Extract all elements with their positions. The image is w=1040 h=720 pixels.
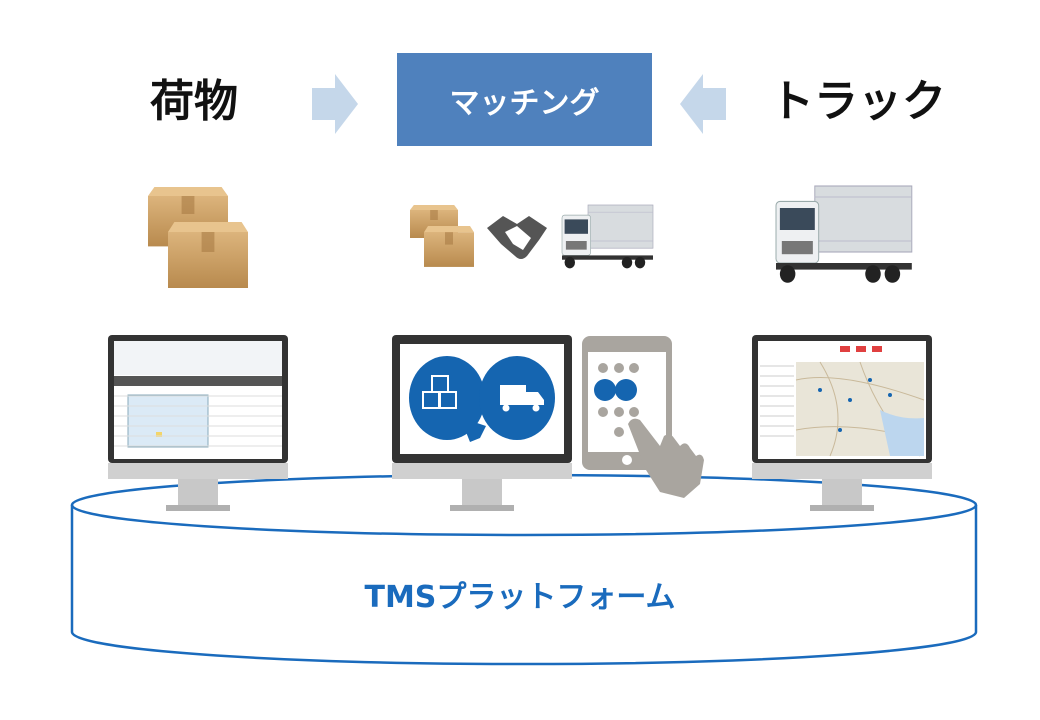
- monitor-icon: [392, 335, 572, 511]
- truck-icon: [561, 204, 654, 269]
- cardboard-boxes-icon: [410, 205, 474, 267]
- monitor-icon: [108, 335, 288, 511]
- truck-label: トラック: [770, 76, 946, 127]
- arrow-right-icon: [312, 74, 358, 134]
- handshake-icon: [487, 216, 547, 259]
- monitor-icon: [752, 335, 932, 511]
- arrow-left-icon: [680, 74, 726, 134]
- cargo-label: 荷物: [150, 76, 238, 127]
- matching-illustration: [410, 204, 654, 269]
- platform-label: TMSプラットフォーム: [364, 580, 676, 615]
- matching-box: マッチング: [397, 53, 652, 146]
- matching-label: マッチング: [449, 85, 600, 121]
- cardboard-boxes-icon: [148, 187, 248, 288]
- hand-pointer-icon: [628, 418, 704, 498]
- handshake-icon: [466, 422, 486, 442]
- truck-icon: [775, 185, 913, 284]
